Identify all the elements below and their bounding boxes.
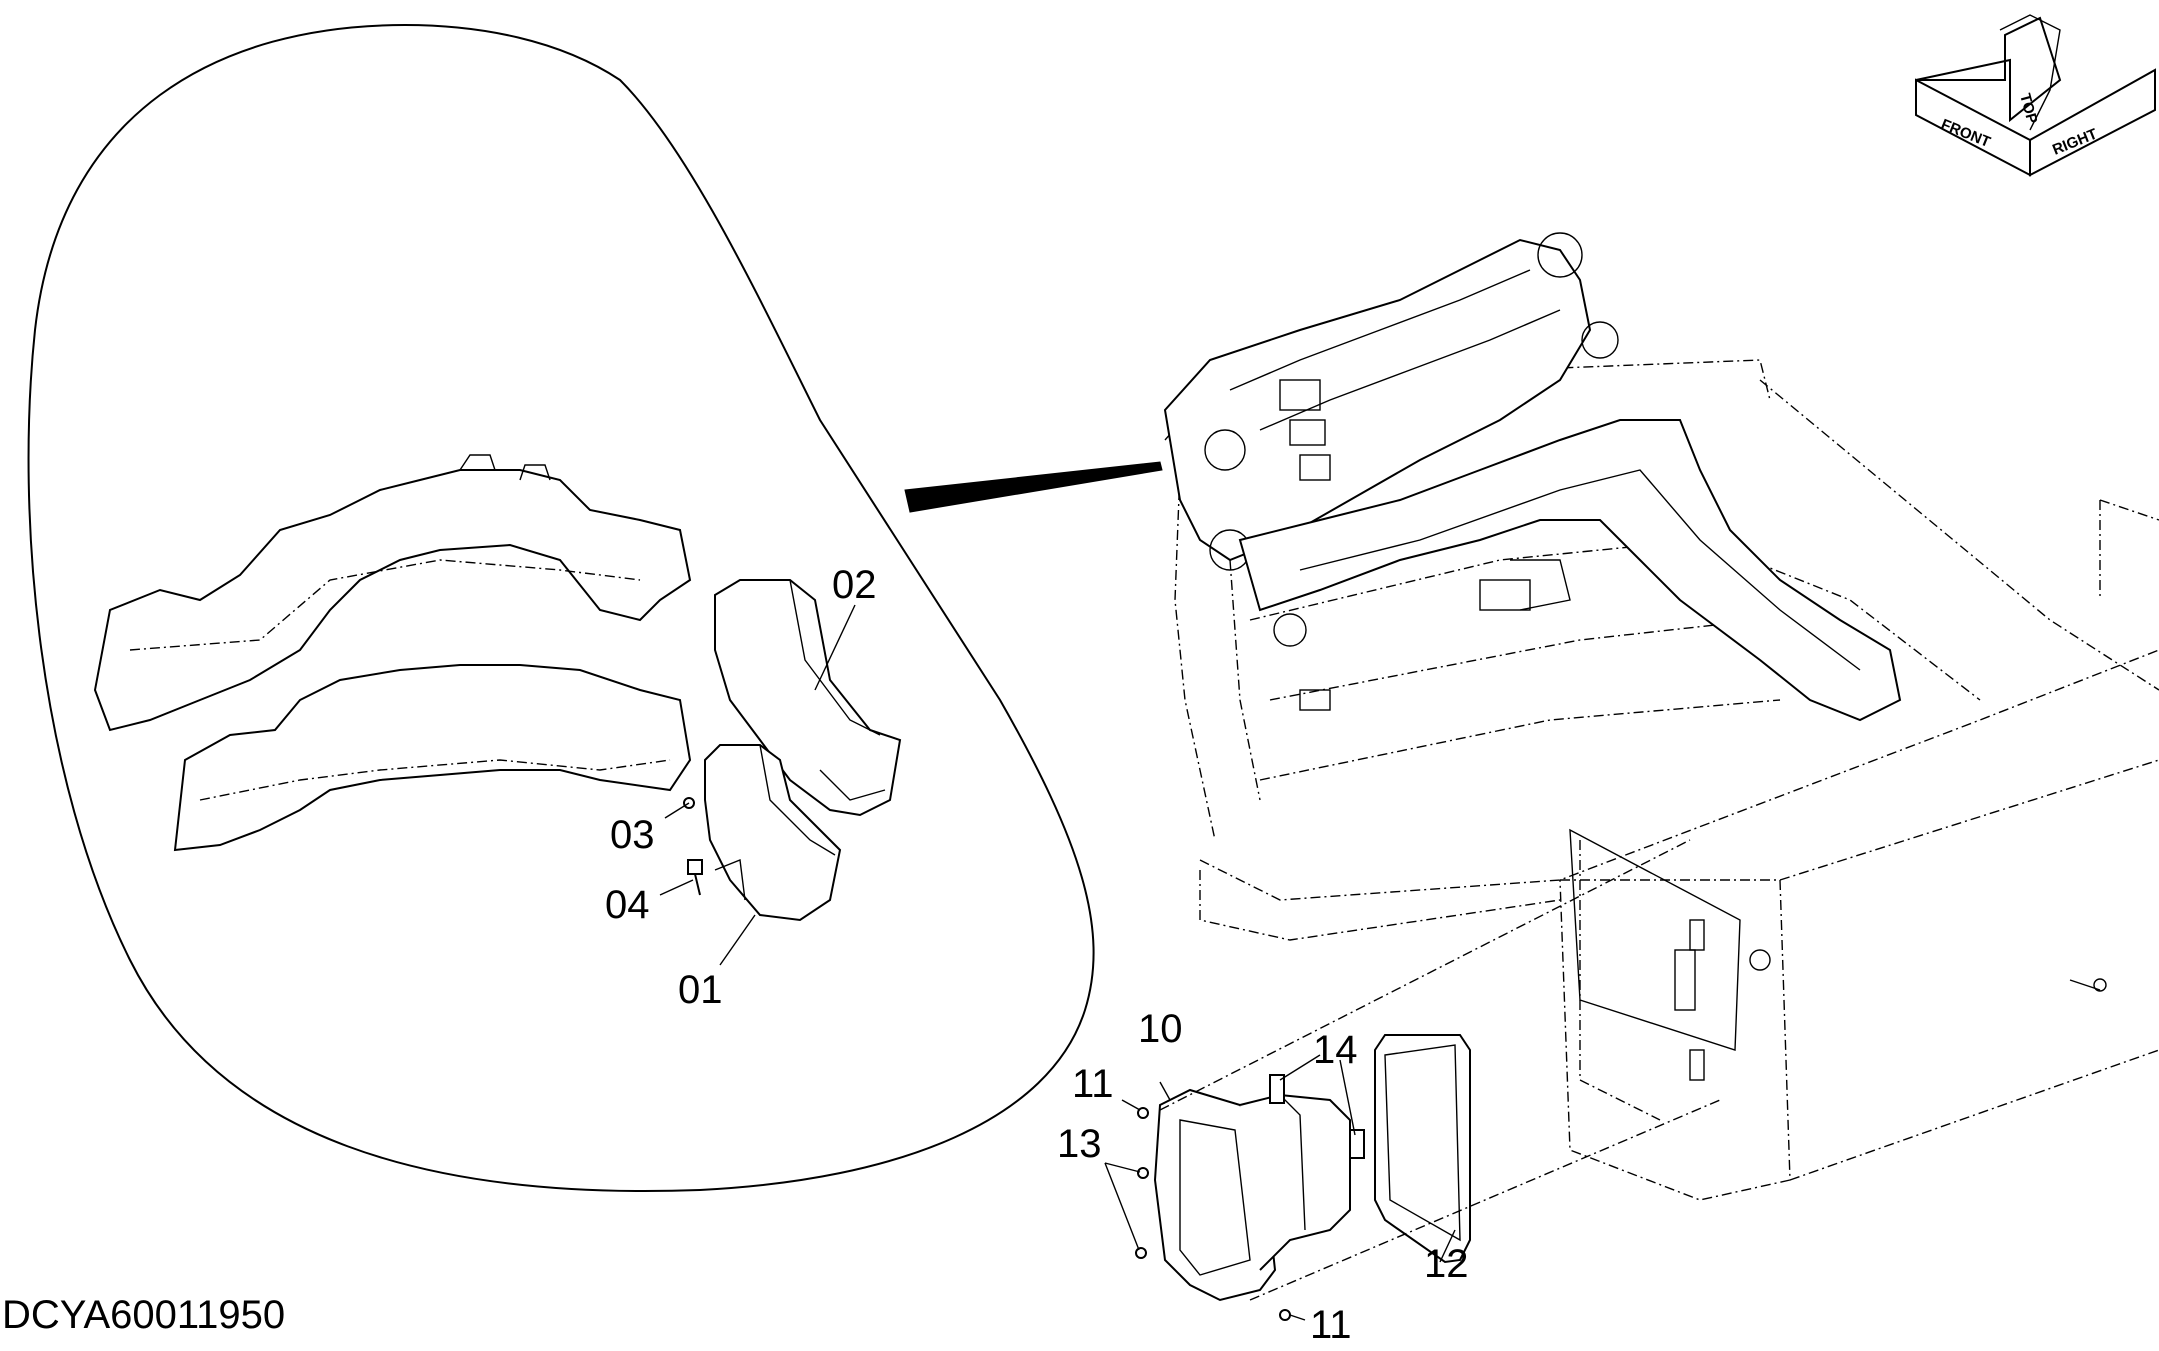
main-frame-assembly bbox=[1163, 232, 2159, 1201]
callout-01: 01 bbox=[678, 968, 723, 1012]
callout-14: 14 bbox=[1313, 1028, 1358, 1072]
detail-view-outline bbox=[27, 23, 1095, 1193]
seal-12 bbox=[1374, 1034, 1471, 1264]
screw-13-a-icon bbox=[1137, 1167, 1149, 1179]
screw-13-b-icon bbox=[1135, 1247, 1147, 1259]
assembly-centerline-a bbox=[1159, 839, 1691, 1111]
callout-11-bottom: 11 bbox=[1310, 1303, 1352, 1347]
callout-13: 13 bbox=[1057, 1122, 1102, 1166]
leader-01 bbox=[719, 914, 756, 966]
callout-10: 10 bbox=[1138, 1007, 1183, 1051]
clip-14 bbox=[1269, 1074, 1365, 1159]
leader-04 bbox=[659, 879, 694, 896]
detail-duct-lower bbox=[173, 664, 692, 852]
callout-12: 12 bbox=[1424, 1242, 1469, 1286]
detail-duct-upper bbox=[93, 454, 692, 732]
screw-11-bottom-icon bbox=[1279, 1309, 1291, 1321]
leader-11-top bbox=[1121, 1099, 1141, 1111]
leader-03 bbox=[664, 802, 690, 819]
leader-13b bbox=[1104, 1162, 1140, 1251]
callout-11-top: 11 bbox=[1072, 1062, 1114, 1106]
leader-10 bbox=[1159, 1081, 1171, 1101]
orientation-cube-icon: TOP FRONT RIGHT bbox=[1915, 14, 2156, 177]
callout-04: 04 bbox=[605, 883, 650, 927]
assembly-centerline-b bbox=[1249, 1099, 1721, 1301]
leader-12 bbox=[1439, 1229, 1456, 1263]
callout-03: 03 bbox=[610, 813, 655, 857]
leader-11-bottom bbox=[1289, 1314, 1306, 1321]
callout-02: 02 bbox=[832, 563, 877, 607]
screw-11-top-icon bbox=[1137, 1107, 1149, 1119]
leader-13a bbox=[1104, 1162, 1141, 1173]
document-id: DCYA60011950 bbox=[2, 1293, 285, 1337]
leader-02 bbox=[814, 604, 856, 691]
detail-duct-02 bbox=[714, 579, 902, 817]
detail-duct-01 bbox=[704, 744, 842, 922]
duct-adapter-10 bbox=[1153, 1088, 1351, 1302]
bolt-04-icon bbox=[687, 859, 703, 896]
detail-leader-wedge bbox=[904, 461, 1163, 513]
leader-14a bbox=[1279, 1054, 1321, 1081]
leader-14b bbox=[1339, 1059, 1356, 1136]
